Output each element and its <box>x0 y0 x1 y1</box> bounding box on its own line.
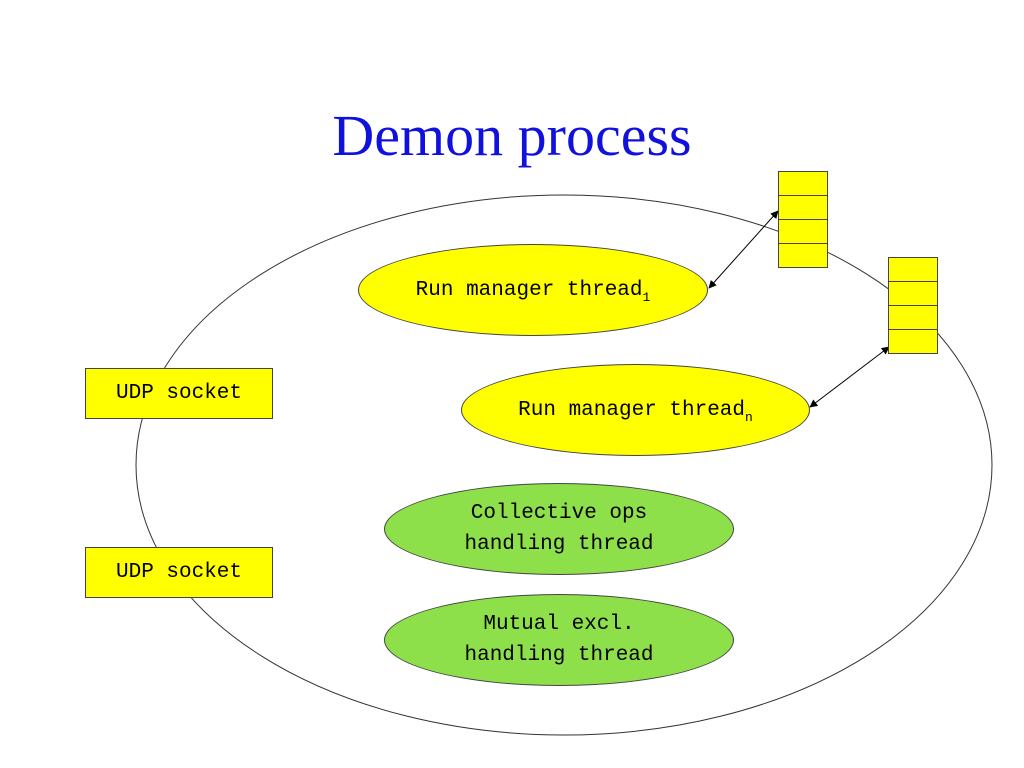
queue-slot <box>778 243 828 268</box>
message-queue-1 <box>778 171 828 268</box>
run-manager-thread-n-label: Run manager threadn <box>518 398 753 425</box>
udp-socket-1: UDP socket <box>85 368 273 419</box>
queue-slot <box>888 281 938 306</box>
udp-socket-2-label: UDP socket <box>115 561 243 584</box>
mutual-exclusion-thread: Mutual excl.handling thread <box>384 594 734 686</box>
queue-slot <box>888 257 938 282</box>
udp-socket-2: UDP socket <box>85 547 273 598</box>
mutual-exclusion-thread-label: Mutual excl.handling thread <box>464 613 654 667</box>
queue-link-n <box>809 346 890 408</box>
queue-slot <box>888 305 938 330</box>
queue-slot <box>778 219 828 244</box>
process-boundary <box>135 194 993 736</box>
run-manager-thread-1-label: Run manager thread1 <box>415 278 651 305</box>
message-queue-n <box>888 257 938 354</box>
queue-slot <box>778 171 828 196</box>
queue-link-1 <box>708 210 779 289</box>
udp-socket-1-label: UDP socket <box>115 382 243 405</box>
page-title: Demon process <box>332 103 692 168</box>
run-manager-thread-n: Run manager threadn <box>461 364 810 456</box>
queue-slot <box>778 195 828 220</box>
run-manager-thread-1: Run manager thread1 <box>358 244 708 336</box>
queue-slot <box>888 329 938 354</box>
